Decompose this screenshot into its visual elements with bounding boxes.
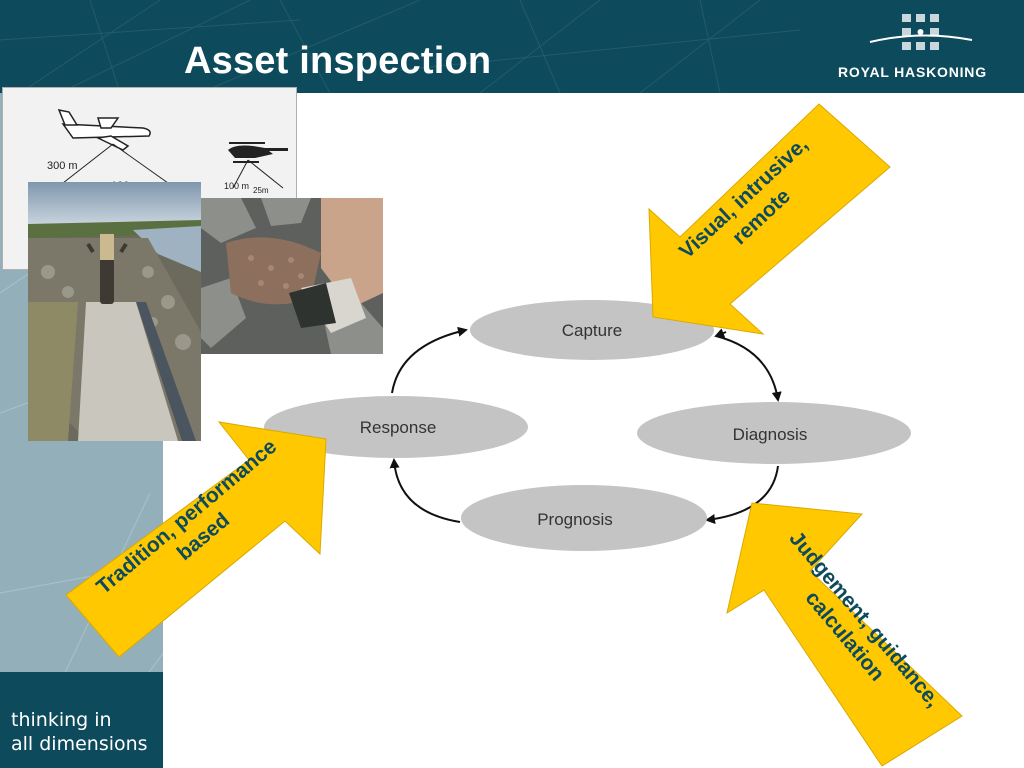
- node-prognosis-label: Prognosis: [537, 510, 613, 529]
- slide-header: Asset inspection ROYAL HASKONING: [0, 0, 1024, 93]
- node-diagnosis-label: Diagnosis: [733, 425, 808, 444]
- dike-photo-image: [28, 182, 201, 441]
- aerial-label-heli: 100 m: [224, 181, 250, 191]
- connector-diagnosis-prognosis: [705, 465, 779, 524]
- node-response: Response: [264, 396, 528, 458]
- aerial-label-plane: 300 m: [47, 160, 78, 172]
- tagline-box: thinking in all dimensions: [0, 672, 163, 768]
- connector-prognosis-response: [389, 458, 461, 523]
- royal-haskoning-logo-icon: [869, 14, 973, 50]
- header-decoration: [0, 0, 801, 93]
- tagline-line-1: thinking in: [11, 709, 112, 731]
- connector-capture-diagnosis: [715, 335, 782, 402]
- tagline-line-2: all dimensions: [11, 733, 148, 755]
- brand-name: ROYAL HASKONING: [838, 64, 987, 80]
- slide-title: Asset inspection: [184, 40, 492, 82]
- plane-helicopter-sketch-icon: [57, 108, 288, 189]
- node-prognosis: Prognosis: [461, 485, 707, 551]
- node-response-label: Response: [360, 418, 437, 437]
- aerial-label-heli-b: 25m: [253, 186, 269, 195]
- connector-response-capture: [391, 326, 468, 394]
- node-capture-label: Capture: [562, 321, 622, 340]
- dike-inspection-photo: [28, 182, 201, 441]
- arrow-visual-intrusive-remote: Visual, intrusive, remote: [648, 103, 891, 335]
- arrow-judgement-guidance: Judgement, guidance, calculation: [726, 502, 963, 767]
- rocks-photo-image: [201, 198, 383, 354]
- node-diagnosis: Diagnosis: [637, 402, 911, 464]
- rock-inspection-photo: [201, 198, 383, 354]
